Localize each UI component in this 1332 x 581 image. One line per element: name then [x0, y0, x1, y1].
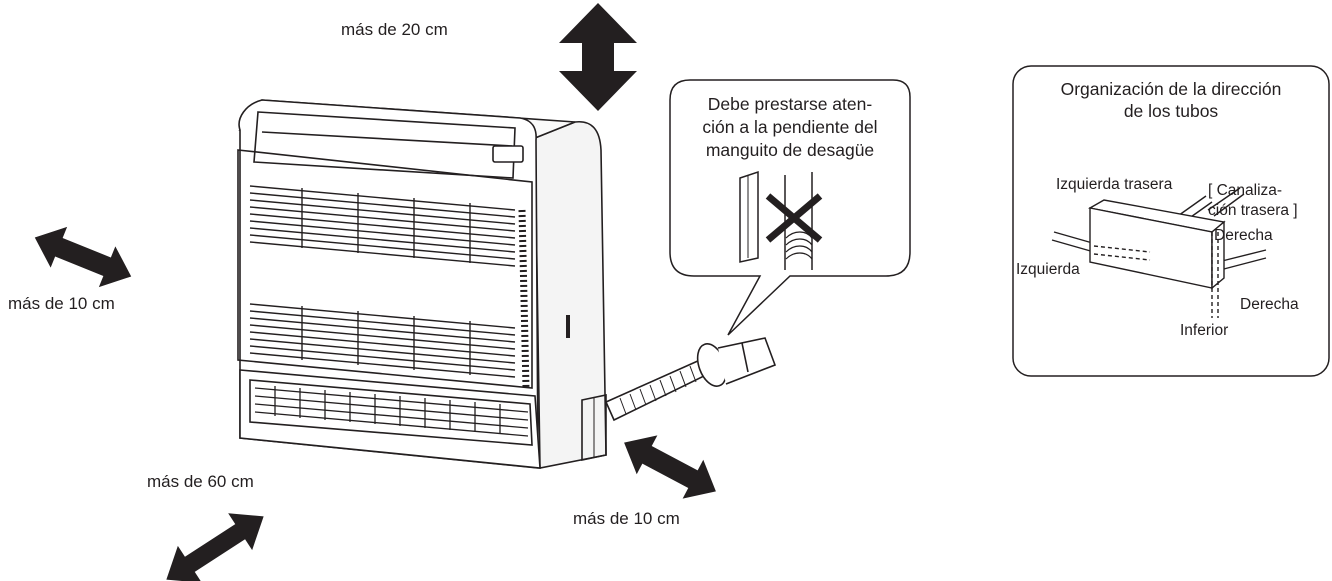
upper-louvers	[249, 185, 516, 267]
drain-hose	[604, 337, 777, 422]
label-right-upper: Derecha	[1214, 227, 1273, 244]
top-clearance-label: más de 20 cm	[341, 20, 448, 39]
base-grille	[254, 386, 529, 437]
right-clearance-label: más de 10 cm	[573, 509, 680, 528]
label-bottom: Inferior	[1180, 322, 1229, 339]
left-clearance-arrow	[34, 226, 132, 288]
drain-slope-detail	[739, 170, 813, 270]
top-clearance-arrow	[559, 3, 637, 111]
pipe-box-title: Organización de la dirección de los tubo…	[1018, 78, 1324, 122]
label-left: Izquierda	[1016, 261, 1080, 278]
drain-note-line-3: manguito de desagüe	[705, 140, 875, 160]
prohibited-x-icon	[765, 193, 823, 243]
drain-note-line-2: ción a la pendiente del	[702, 117, 878, 137]
indoor-unit	[237, 99, 607, 469]
rear-piping-line-2: ción trasera ]	[1208, 202, 1298, 219]
lower-louvers	[249, 303, 516, 378]
drain-note-line-1: Debe prestarse aten-	[707, 94, 873, 114]
pipe-box-title-line-2: de los tubos	[1123, 101, 1219, 121]
label-rear-piping: [ Canaliza- ción trasera ]	[1208, 181, 1298, 221]
front-clearance-arrow	[166, 513, 264, 581]
label-right-lower: Derecha	[1240, 296, 1299, 313]
drain-slope-note: Debe prestarse aten- ción a la pendiente…	[674, 93, 906, 162]
pipe-direction-sketch	[1051, 187, 1267, 318]
pipe-box-title-line-1: Organización de la dirección	[1060, 79, 1282, 99]
right-clearance-arrow	[624, 435, 716, 499]
label-rear-left: Izquierda trasera	[1056, 176, 1173, 193]
front-clearance-label: más de 60 cm	[147, 472, 254, 491]
left-clearance-label: más de 10 cm	[8, 294, 115, 313]
drain-callout-bubble	[669, 79, 911, 336]
rear-piping-line-1: [ Canaliza-	[1208, 182, 1283, 199]
